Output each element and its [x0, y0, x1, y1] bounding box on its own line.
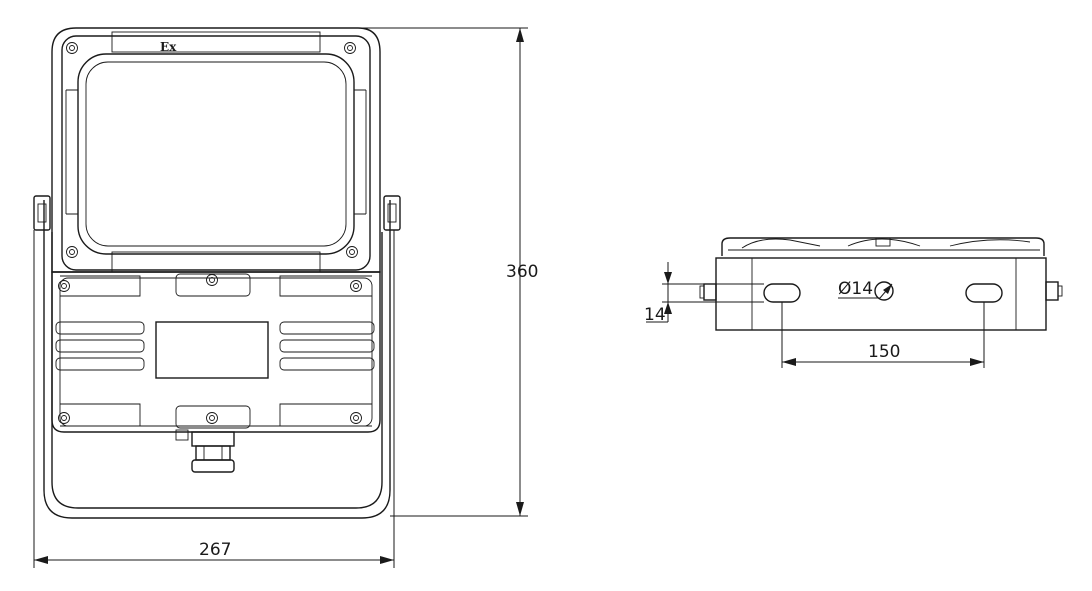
hole-diameter-value: Ø14 — [838, 279, 873, 299]
hole-diameter-dimension: Ø14 — [838, 279, 893, 299]
slot-width-dimension: 14 — [644, 262, 764, 325]
ex-marking: Ex — [160, 40, 177, 54]
lamp-frame: Ex — [51, 27, 381, 273]
hole-spacing-dimension: 150 — [781, 302, 985, 368]
width-value: 267 — [199, 540, 231, 560]
driver-housing — [51, 271, 381, 433]
mounting-bracket — [33, 195, 401, 519]
hole-spacing-value: 150 — [868, 342, 900, 362]
width-dimension: 267 — [33, 230, 395, 568]
front-view: Ex — [33, 27, 538, 568]
cable-gland — [175, 429, 235, 473]
height-value: 360 — [506, 262, 538, 282]
bracket-plate — [699, 257, 1063, 331]
side-view: 14 Ø14 150 — [644, 237, 1063, 368]
lamp-profile — [721, 237, 1045, 256]
slot-width-value: 14 — [644, 305, 666, 325]
height-dimension: 360 — [358, 27, 538, 517]
